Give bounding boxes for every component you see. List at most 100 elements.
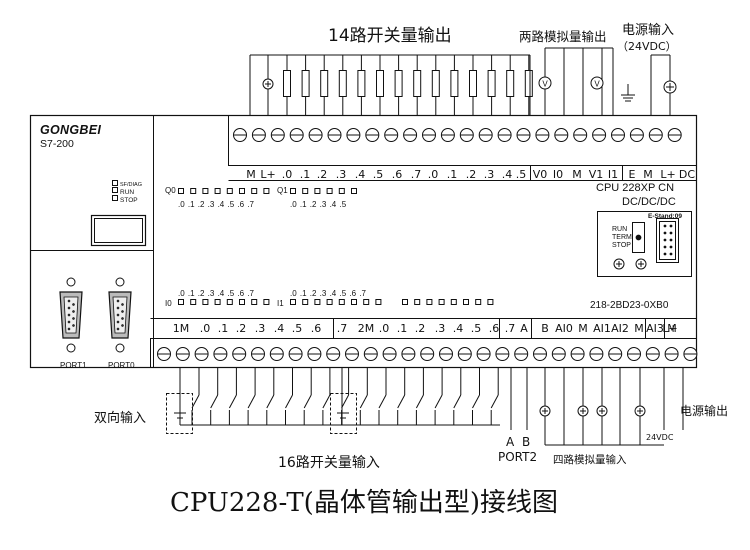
- top-terminal-label: .4: [502, 168, 513, 181]
- port1-connector-pin: [72, 303, 75, 306]
- cartridge-slot-inner: [94, 218, 143, 243]
- analog-output-voltmeter-1: [538, 76, 552, 90]
- top-terminal-label: .3: [336, 168, 347, 181]
- expansion-pin: [669, 231, 673, 235]
- port1-connector-pin: [67, 327, 71, 331]
- spare-led: [487, 299, 494, 305]
- i1-label: I1: [277, 299, 284, 308]
- q0-label: Q0: [165, 186, 176, 195]
- q0-led: [202, 188, 209, 194]
- input-switch-blade: [228, 394, 237, 409]
- bottom-terminal-label: .1: [218, 322, 229, 335]
- top-terminal-label: .1: [447, 168, 458, 181]
- input-switch-blade: [322, 394, 331, 409]
- top-terminal-label: L+: [660, 168, 675, 181]
- digital-input-label: 16路开关量输入: [278, 455, 380, 471]
- part-number: 218-2BD23-0XB0: [590, 300, 669, 311]
- analog-output-voltmeter-2-label: V: [594, 80, 600, 89]
- top-terminal-label: I1: [608, 168, 618, 181]
- top-terminal-label: .7: [411, 168, 422, 181]
- i1-led: [290, 299, 296, 305]
- port0-connector-pin: [121, 303, 124, 306]
- q1-bits: .0 .1 .2 .3 .4 .5: [290, 200, 347, 209]
- bottom-terminal-label: AI3: [646, 322, 664, 335]
- q1-led: [326, 188, 333, 194]
- spare-led: [475, 299, 482, 305]
- bidirectional-box-2: [330, 393, 357, 434]
- q0-bits: .0 .1 .2 .3 .4 .5 .6 .7: [178, 200, 254, 209]
- port1-connector-screw-bottom: [66, 343, 76, 353]
- expansion-pin: [669, 224, 673, 228]
- q1-led: [290, 188, 296, 194]
- top-terminal-block: [228, 115, 697, 166]
- top-terminal-label: V0: [533, 168, 548, 181]
- input-switch-blade: [415, 394, 424, 409]
- i0-led: [263, 299, 270, 305]
- input-switch-blade: [266, 394, 275, 409]
- bottom-terminal-label: 1M: [173, 322, 190, 335]
- status-led-box: [112, 187, 118, 193]
- input-switch-blade: [210, 394, 219, 409]
- input-switch-blade: [378, 394, 387, 409]
- output-load-resistor: [301, 70, 310, 97]
- bottom-terminal-label: .0: [379, 322, 390, 335]
- port1-connector-pin: [67, 306, 71, 310]
- cpu-model: CPU 228XP CN: [596, 182, 675, 194]
- power-input-spec: （24VDC）: [617, 40, 677, 53]
- q0-led: [226, 188, 233, 194]
- status-sf-diag: SF/DIAG: [120, 182, 143, 188]
- expansion-pin: [669, 252, 673, 256]
- status-run: RUN: [120, 189, 135, 196]
- top-terminal-label: .5: [516, 168, 527, 181]
- expansion-pin: [669, 245, 673, 249]
- q0-led: [251, 188, 258, 194]
- port0-connector-pin: [116, 313, 120, 317]
- top-terminal-label: .4: [355, 168, 366, 181]
- bottom-terminal-label-lplus: L+: [662, 322, 677, 335]
- top-terminal-label: L+: [260, 168, 275, 181]
- input-switch-blade: [191, 394, 200, 409]
- bottom-terminal-label: A: [520, 322, 528, 335]
- cartridge-slot-outer: [90, 214, 147, 247]
- input-switch-blade: [247, 394, 256, 409]
- q1-led: [302, 188, 309, 194]
- i0-led: [178, 299, 184, 305]
- port0-connector-pin: [116, 327, 120, 331]
- port0-connector-pin: [116, 306, 120, 310]
- output-load-resistor: [450, 70, 459, 97]
- i1-led: [314, 299, 321, 305]
- power-input-label: 电源输入: [622, 23, 675, 38]
- input-switch-blade: [397, 394, 406, 409]
- cpu-type: DC/DC/DC: [622, 196, 676, 208]
- port0-connector-pin: [121, 324, 124, 327]
- expansion-port-inner: [659, 221, 676, 260]
- bottom-terminal-label: M: [634, 322, 644, 335]
- port1-connector-pin: [67, 320, 71, 324]
- analog-output-voltmeter-2: [590, 76, 604, 90]
- q0-led: [263, 188, 270, 194]
- port0-connector-pin: [116, 299, 120, 303]
- bottom-terminal-label: M: [667, 322, 677, 335]
- bidirectional-box-1: [166, 393, 193, 434]
- i1-led: [375, 299, 382, 305]
- status-stop: STOP: [120, 197, 138, 204]
- i1-bits: .0 .1 .2 .3 .4 .5 .6 .7: [290, 289, 366, 298]
- top-terminal-label: .2: [466, 168, 477, 181]
- bottom-terminal-label: AI2: [611, 322, 629, 335]
- bottom-terminal-label: .4: [274, 322, 285, 335]
- bottom-terminal-label: .1: [397, 322, 408, 335]
- port1-connector-pin: [67, 299, 71, 303]
- spare-led: [438, 299, 445, 305]
- mode-switch-knob: [635, 234, 642, 241]
- status-led-box: [112, 195, 118, 201]
- top-terminal-label: .6: [392, 168, 403, 181]
- top-terminal-label: V1: [589, 168, 604, 181]
- port0-connector-pin: [121, 310, 124, 313]
- input-switch-blade: [303, 394, 312, 409]
- top-terminal-label: .0: [282, 168, 293, 181]
- status-led-box: [112, 180, 118, 186]
- expansion-pin: [669, 238, 673, 242]
- top-terminal-label: .5: [373, 168, 384, 181]
- output-load-resistor: [431, 70, 440, 97]
- port0-connector-pin: [116, 320, 120, 324]
